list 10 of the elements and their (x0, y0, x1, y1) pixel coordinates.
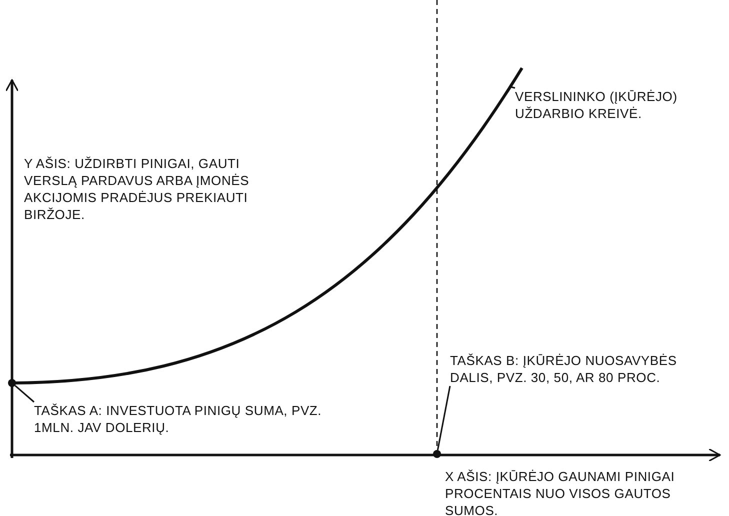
annotation-text: VERSLININKO (ĮKŪRĖJO) UŽDARBIO KREIVĖ. (515, 88, 725, 122)
leader-line (436, 386, 451, 450)
axis-label: X AŠIS: ĮKŪRĖJO GAUNAMI PINIGAI PROCENTAIS NUO VISOS GAUTOS SUMOS. (445, 468, 676, 516)
leader-line (14, 385, 34, 403)
axis-label: Y AŠIS: UŽDIRBTI PINIGAI, GAUTI VERSLĄ PARDAVUS ARBA ĮMONĖS AKCIJOMIS PRADĖJUS PREKIAUTI BIRŽOJE. (24, 155, 250, 223)
leader-line (510, 86, 516, 89)
annotation-text: TAŠKAS A: INVESTUOTA PINIGŲ SUMA, PVZ. 1MLN. JAV DOLERIŲ. (34, 402, 324, 436)
point-dot (433, 450, 441, 458)
point-dot (8, 379, 16, 387)
annotation-text: TAŠKAS B: ĮKŪRĖJO NUOSAVYBĖS DALIS, PVZ. 30, 50, AR 80 PROC. (450, 352, 720, 386)
